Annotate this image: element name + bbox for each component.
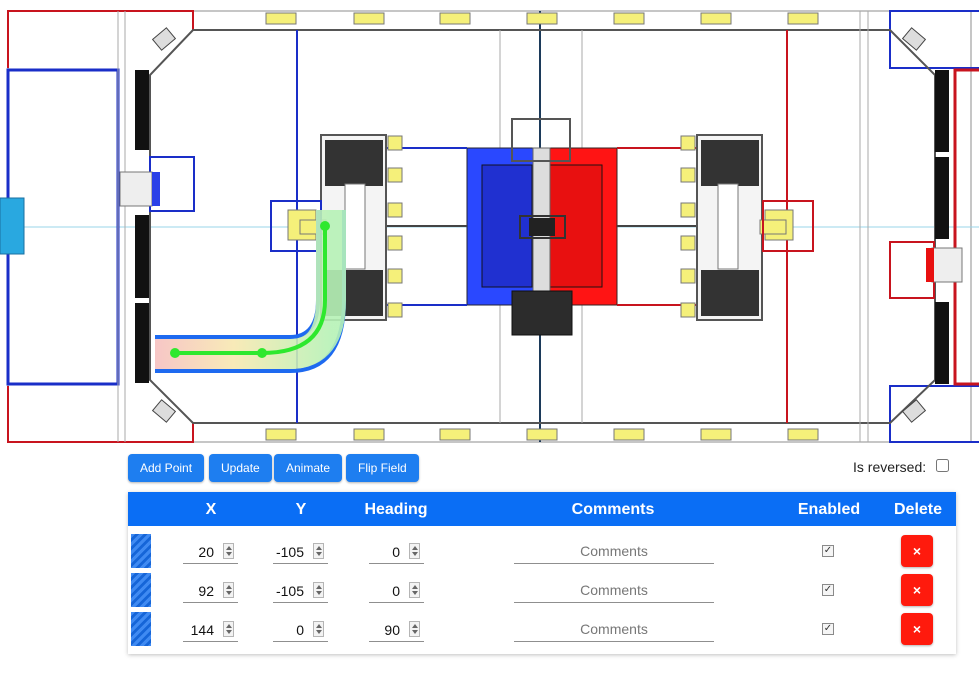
spinner-arrows-icon[interactable] — [223, 543, 234, 559]
comment-input[interactable]: Comments — [514, 580, 714, 603]
close-icon: × — [912, 543, 922, 559]
x-input[interactable]: 20 — [183, 541, 238, 564]
spinner-arrows-icon[interactable] — [313, 621, 324, 637]
table-row: 144 0 90 Comments ✓ × — [128, 610, 956, 649]
y-input[interactable]: -105 — [273, 580, 328, 603]
animate-button[interactable]: Animate — [274, 454, 343, 482]
path-point-1[interactable] — [170, 348, 180, 358]
heading-input[interactable]: 0 — [369, 541, 424, 564]
header-x: X — [205, 501, 217, 518]
close-icon: × — [912, 582, 922, 598]
enabled-checkbox[interactable]: ✓ — [822, 545, 834, 557]
comment-input[interactable]: Comments — [514, 619, 714, 642]
spinner-arrows-icon[interactable] — [409, 621, 420, 637]
row-drag-handle[interactable] — [131, 612, 151, 646]
header-delete: Delete — [893, 501, 943, 518]
spinner-arrows-icon[interactable] — [313, 543, 324, 559]
header-enabled: Enabled — [797, 501, 861, 518]
delete-button[interactable]: × — [901, 535, 933, 567]
delete-button[interactable]: × — [901, 613, 933, 645]
spinner-arrows-icon[interactable] — [409, 582, 420, 598]
spinner-arrows-icon[interactable] — [223, 582, 234, 598]
x-input[interactable]: 92 — [183, 580, 238, 603]
enabled-checkbox[interactable]: ✓ — [822, 584, 834, 596]
update-button[interactable]: Update — [209, 454, 272, 482]
field-map[interactable] — [0, 0, 979, 446]
heading-input[interactable]: 90 — [369, 619, 424, 642]
row-drag-handle[interactable] — [131, 573, 151, 607]
table-header: X Y Heading Comments Enabled Delete — [128, 492, 956, 526]
table-row: 20 -105 0 Comments ✓ × — [128, 532, 956, 571]
spinner-arrows-icon[interactable] — [223, 621, 234, 637]
comment-input[interactable]: Comments — [514, 541, 714, 564]
row-drag-handle[interactable] — [131, 534, 151, 568]
path-point-3[interactable] — [320, 221, 330, 231]
add-point-button[interactable]: Add Point — [128, 454, 205, 482]
x-input[interactable]: 144 — [183, 619, 238, 642]
is-reversed-checkbox[interactable] — [936, 459, 949, 472]
enabled-checkbox[interactable]: ✓ — [822, 623, 834, 635]
header-y: Y — [295, 501, 307, 518]
spinner-arrows-icon[interactable] — [409, 543, 420, 559]
delete-button[interactable]: × — [901, 574, 933, 606]
flip-field-button[interactable]: Flip Field — [346, 454, 419, 482]
path-point-2[interactable] — [257, 348, 267, 358]
header-heading: Heading — [364, 501, 428, 518]
heading-input[interactable]: 0 — [369, 580, 424, 603]
robot-path — [155, 210, 346, 373]
is-reversed-label: Is reversed: — [853, 459, 927, 475]
y-input[interactable]: 0 — [273, 619, 328, 642]
close-icon: × — [912, 621, 922, 637]
y-input[interactable]: -105 — [273, 541, 328, 564]
header-comments: Comments — [571, 501, 655, 518]
table-row: 92 -105 0 Comments ✓ × — [128, 571, 956, 610]
spinner-arrows-icon[interactable] — [313, 582, 324, 598]
waypoint-table: X Y Heading Comments Enabled Delete 20 -… — [128, 492, 956, 654]
